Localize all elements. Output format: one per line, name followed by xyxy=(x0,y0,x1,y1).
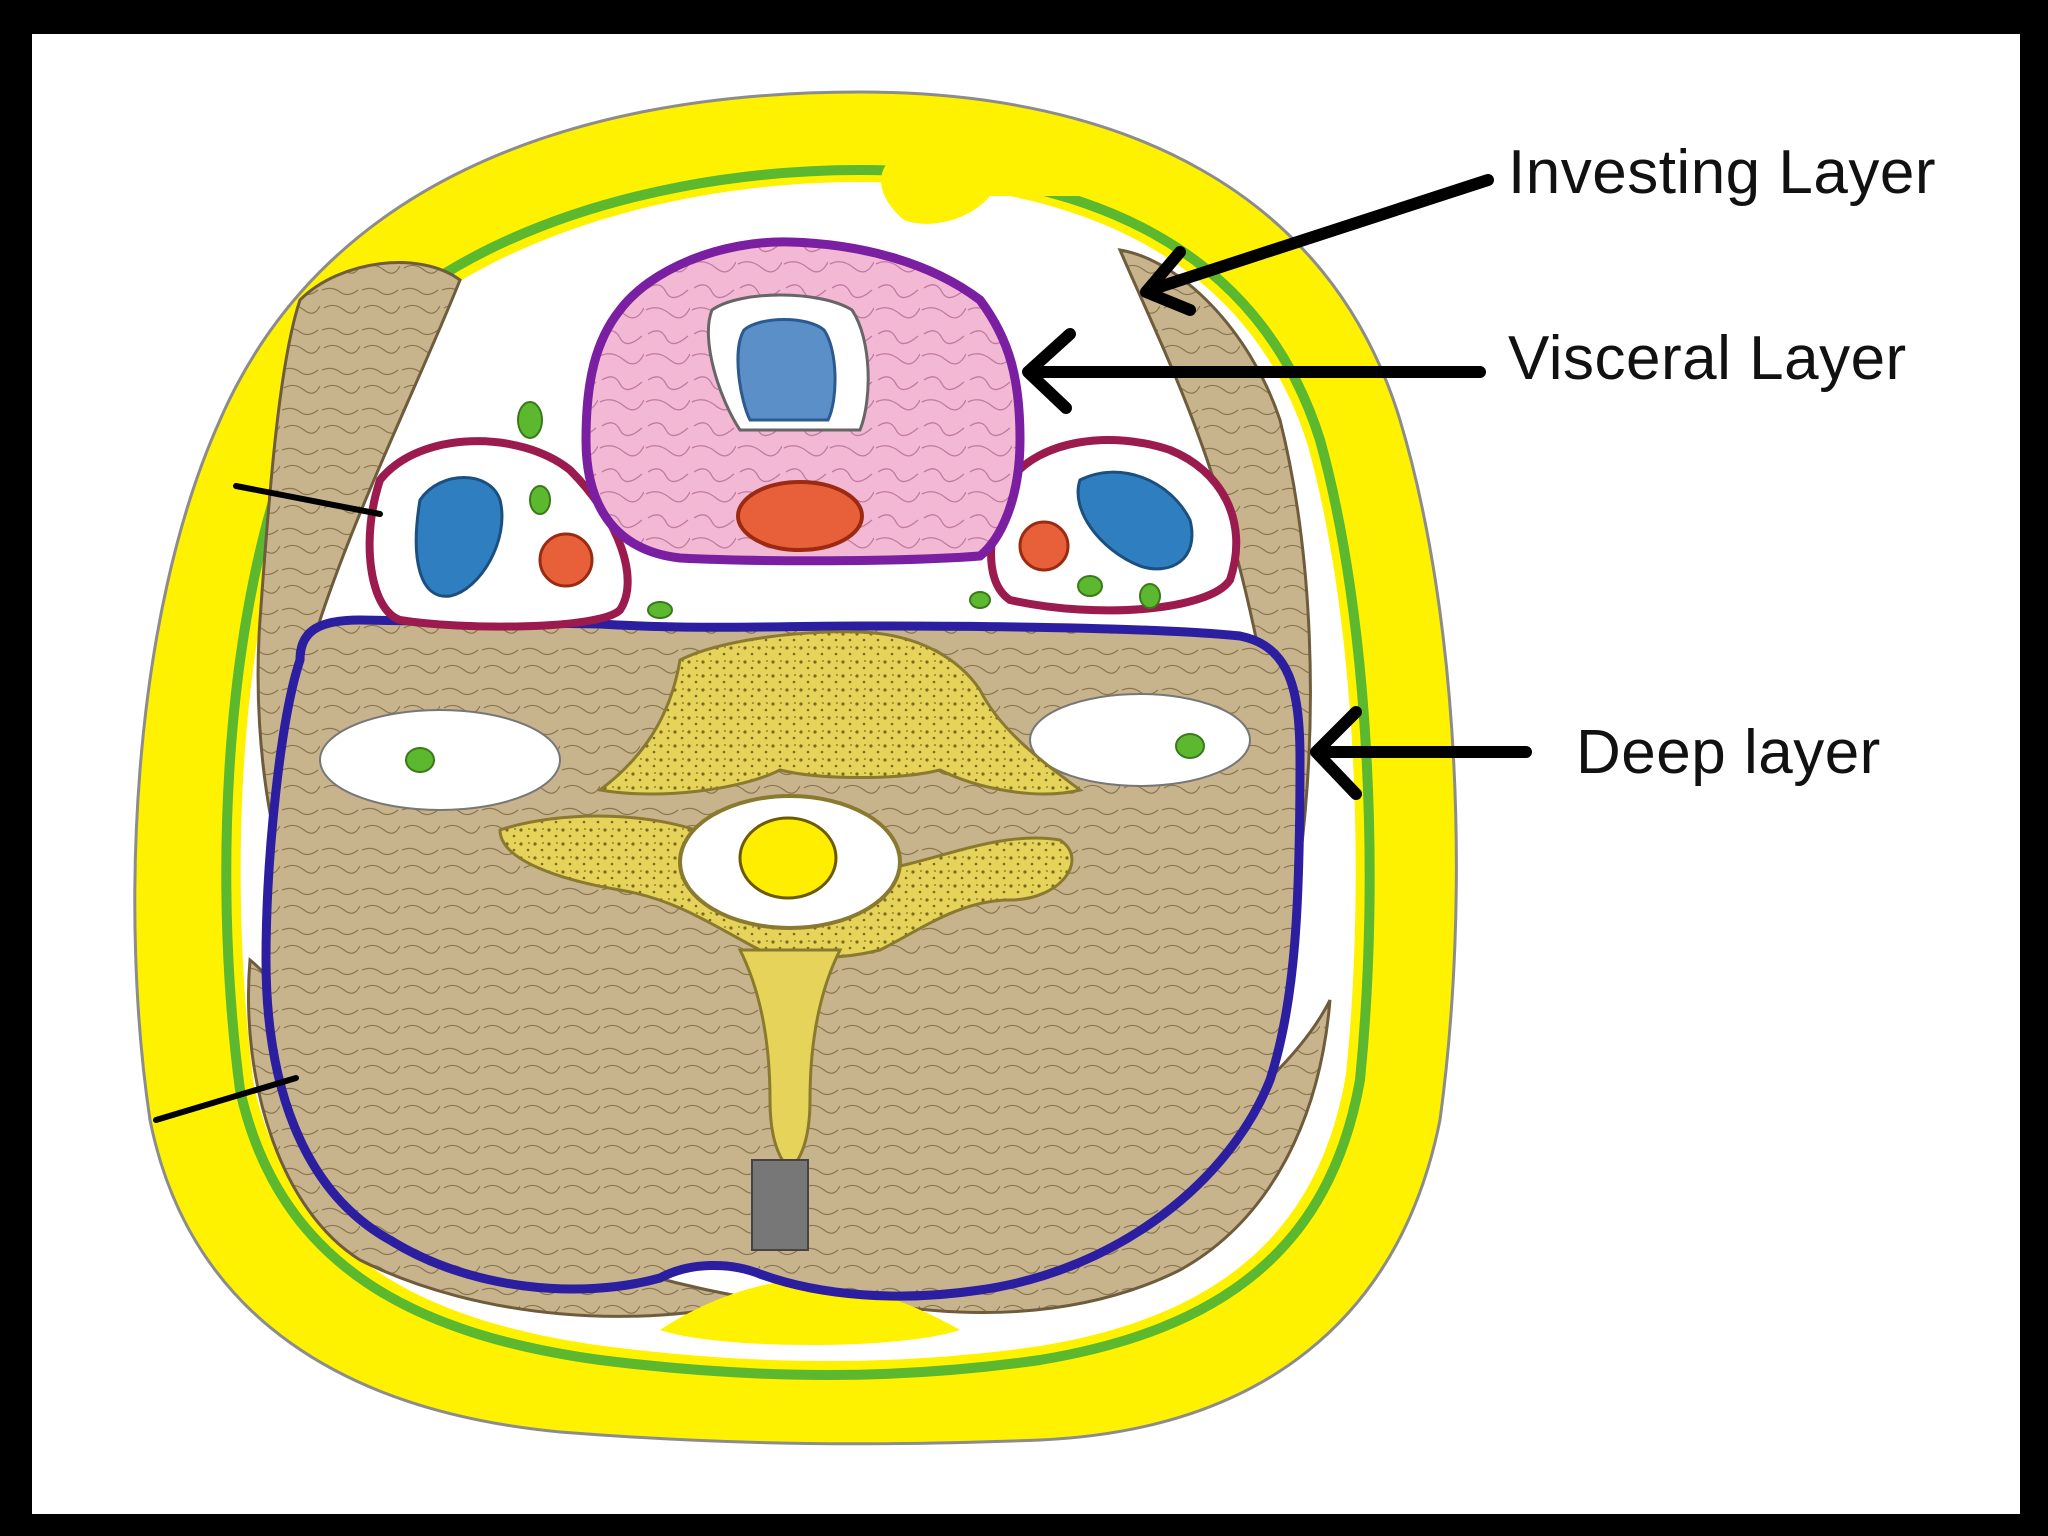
investing-layer-label: Investing Layer xyxy=(1508,138,1936,207)
left-common-carotid xyxy=(538,532,594,588)
arrows xyxy=(153,174,1532,1123)
deep-layer-arrow xyxy=(1310,706,1532,800)
vertebral-body xyxy=(596,630,1084,796)
left-deep-arrow xyxy=(153,1075,299,1123)
left-internal-jugular-vein xyxy=(414,476,504,598)
left-sheath-arrow xyxy=(233,483,383,517)
right-common-carotid xyxy=(1018,520,1070,572)
deep-fat-space-left xyxy=(319,709,561,811)
spinal-cord xyxy=(738,816,838,900)
right-internal-jugular-vein xyxy=(1076,470,1194,571)
small-vessels xyxy=(405,401,1205,773)
esophagus xyxy=(736,480,864,552)
visceral-layer-label: Visceral Layer xyxy=(1508,324,1907,393)
deep-fat-space-right xyxy=(1029,693,1251,787)
deep-layer-label: Deep layer xyxy=(1576,718,1881,787)
trachea xyxy=(736,318,837,422)
ligamentum-nuchae xyxy=(751,1159,809,1251)
investing-layer-arrow xyxy=(1140,174,1494,316)
visceral-layer-arrow xyxy=(1022,328,1486,414)
highlight-marker xyxy=(881,149,1120,224)
